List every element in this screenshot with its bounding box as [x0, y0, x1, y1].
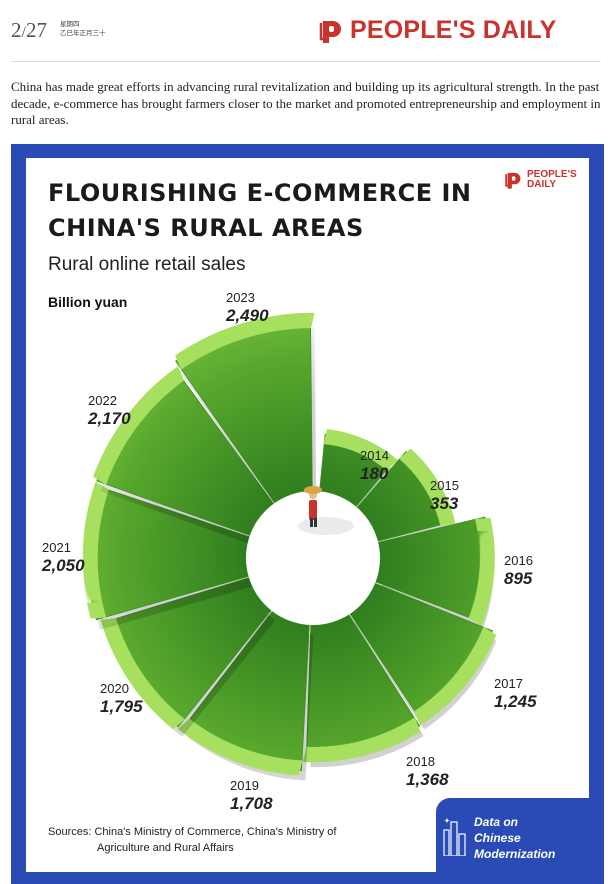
sources-line-1: Sources: China's Ministry of Commerce, C…: [48, 826, 337, 838]
data-label-year: 2017: [494, 676, 523, 691]
intro-paragraph: China has made great efforts in advancin…: [11, 79, 601, 127]
data-label-year: 2021: [42, 540, 71, 555]
badge-line-2: Chinese: [474, 831, 521, 845]
radial-grass-chart: [82, 312, 497, 781]
sector-blades-2016: [468, 517, 495, 626]
masthead: 2/27 星期四 乙巳年正月三十 PEOPLE'S DAILY: [0, 0, 612, 62]
infographic-title: FLOURISHING E-COMMERCE IN CHINA'S RURAL …: [48, 176, 488, 246]
brand: PEOPLE'S DAILY: [318, 16, 557, 45]
weekday: 星期四: [60, 20, 80, 28]
data-label-value: 2,050: [42, 556, 85, 575]
sector-blades-2018: [302, 717, 421, 763]
brand-name: PEOPLE'S DAILY: [350, 16, 557, 44]
data-label-value: 1,708: [230, 794, 273, 813]
data-label-value: 1,795: [100, 697, 143, 716]
data-label-value: 180: [360, 464, 389, 483]
farmer-figure: [298, 486, 354, 535]
data-label-year: 2019: [230, 778, 259, 793]
page-current: 2: [11, 18, 22, 42]
sector-blades-2022: [92, 366, 185, 485]
data-label-value: 1,245: [494, 692, 537, 711]
sector-blades-2023: [175, 312, 315, 370]
data-label-year: 2015: [430, 478, 459, 493]
card-brand: PEOPLE'S DAILY: [504, 170, 579, 190]
title-line-1: FLOURISHING E-COMMERCE IN: [48, 179, 472, 207]
data-label-value: 895: [504, 569, 533, 588]
data-label-year: 2014: [360, 448, 389, 463]
card-brand-line-2: DAILY: [527, 179, 557, 190]
title-line-2: CHINA'S RURAL AREAS: [48, 214, 364, 242]
sector-group: [82, 312, 497, 781]
sources-note: Sources: China's Ministry of Commerce, C…: [48, 824, 408, 856]
infographic-card: FLOURISHING E-COMMERCE IN CHINA'S RURAL …: [26, 158, 589, 872]
header-divider: [11, 61, 601, 62]
page-separator: /: [21, 24, 26, 41]
data-label-value: 2,490: [226, 306, 269, 325]
peoples-daily-logo-icon: [505, 172, 521, 189]
data-label-value: 1,368: [406, 770, 449, 789]
sector-blades-2014: [323, 429, 398, 471]
page-total: 27: [25, 18, 47, 42]
lunar-date: 乙巳年正月三十: [60, 29, 106, 37]
sources-line-2: Agriculture and Rural Affairs: [97, 842, 234, 854]
badge-line-3: Modernization: [474, 847, 556, 861]
data-label-year: 2020: [100, 681, 129, 696]
issue-date: 星期四 乙巳年正月三十: [60, 20, 106, 38]
sector-blades-2021: [82, 481, 109, 619]
data-label-year: 2023: [226, 290, 255, 305]
data-label-year: 2016: [504, 553, 533, 568]
peoples-daily-logo-icon: [319, 20, 341, 43]
card-brand-line-1: PEOPLE'S: [527, 169, 577, 180]
data-modernization-badge: Data on Chinese Modernization: [436, 798, 589, 872]
data-label-year: 2018: [406, 754, 435, 769]
city-skyline-icon: [443, 818, 466, 856]
unit-label: Billion yuan: [48, 294, 128, 310]
chart-subtitle: Rural online retail sales: [48, 254, 246, 275]
data-label-value: 353: [430, 494, 459, 513]
data-label-year: 2022: [88, 393, 117, 408]
page-counter: 2/27: [11, 18, 47, 43]
badge-text: Data on Chinese Modernization: [474, 814, 555, 862]
card-brand-name: PEOPLE'S DAILY: [527, 170, 579, 190]
data-label-value: 2,170: [88, 409, 131, 428]
sector-blades-2019: [177, 718, 303, 776]
sector-blades-2017: [414, 626, 497, 726]
badge-line-1: Data on: [474, 815, 519, 829]
sector-blades-2020: [100, 618, 185, 730]
sector-blades-2015: [399, 448, 456, 526]
